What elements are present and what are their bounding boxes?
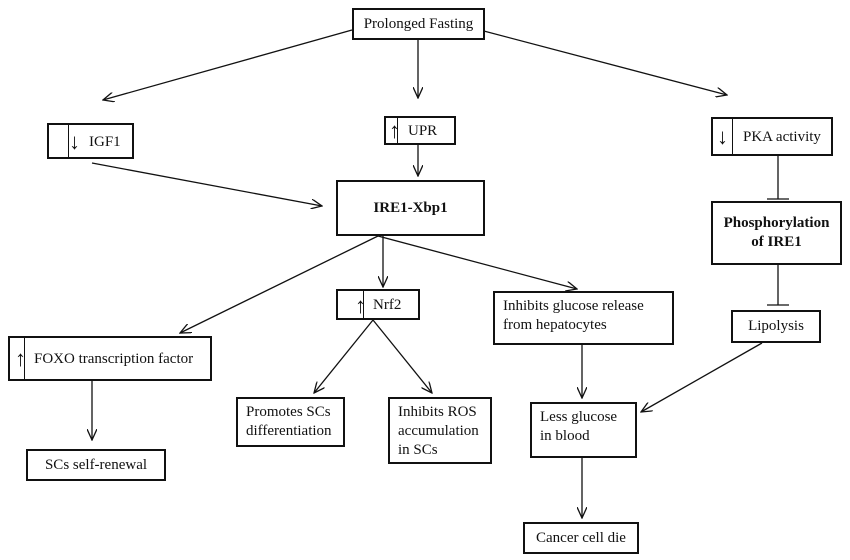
node-ire1-xbp1: IRE1-Xbp1 [336, 180, 485, 236]
indicator-up [338, 291, 364, 318]
node-cancer-cell-die: Cancer cell die [523, 522, 639, 554]
arrow-lipolysis-to-less-glucose [641, 342, 763, 412]
node-promotes-scs-line1: Promotes SCs [246, 404, 331, 420]
node-ire1-xbp1-label: IRE1-Xbp1 [373, 199, 448, 216]
node-nrf2-label: Nrf2 [373, 297, 402, 313]
down-arrow-icon: ↓ [717, 124, 728, 149]
node-lipolysis: Lipolysis [731, 310, 821, 343]
node-inhibits-glucose-line1: Inhibits glucose release [503, 298, 644, 314]
node-prolonged-fasting: Prolonged Fasting [352, 8, 485, 40]
down-arrow-icon: ↓ [69, 129, 80, 154]
node-prolonged-fasting-label: Prolonged Fasting [363, 15, 474, 32]
node-pka-activity: ↓ PKA activity [711, 117, 833, 156]
indicator-down [713, 119, 733, 154]
node-inhibits-ros: Inhibits ROS accumulation in SCs [388, 397, 492, 464]
node-inhibits-ros-line3: in SCs [398, 442, 438, 458]
up-arrow-icon: ↑ [15, 346, 26, 371]
node-phosphorylation-line1: Phosphorylation [723, 215, 830, 231]
node-inhibits-ros-line2: accumulation [398, 423, 479, 439]
node-pka-activity-label: PKA activity [743, 129, 821, 145]
node-less-glucose-line1: Less glucose [540, 409, 618, 425]
node-foxo-label: FOXO transcription factor [34, 351, 194, 367]
arrow-nrf2-to-inhibits-ros [372, 319, 432, 393]
arrow-igf1-to-ire1 [91, 162, 322, 206]
node-less-glucose: Less glucose in blood [530, 402, 637, 458]
node-igf1: ↓ IGF1 [47, 123, 134, 159]
up-arrow-icon: ↑ [389, 118, 400, 143]
node-foxo: ↑ FOXO transcription factor [8, 336, 212, 381]
node-promotes-scs-line2: differentiation [246, 423, 332, 439]
node-nrf2: ↑ Nrf2 [336, 289, 420, 320]
node-phosphorylation-line2: of IRE1 [751, 234, 802, 250]
indicator-up [10, 338, 25, 379]
node-upr-label: UPR [408, 123, 438, 139]
node-cancer-cell-die-label: Cancer cell die [536, 529, 626, 546]
indicator-down [49, 125, 69, 157]
arrow-nrf2-to-promotes-scs [314, 319, 374, 393]
indicator-up [386, 118, 398, 143]
node-igf1-label: IGF1 [89, 134, 121, 150]
node-less-glucose-line2: in blood [540, 428, 590, 444]
node-inhibits-glucose-release: Inhibits glucose release from hepatocyte… [493, 291, 674, 345]
up-arrow-icon: ↑ [355, 293, 366, 318]
arrow-ire1-to-glucose-release [377, 235, 577, 289]
arrow-ire1-to-foxo [180, 235, 379, 333]
arrow-fasting-to-pka [479, 29, 727, 95]
node-inhibits-ros-line1: Inhibits ROS [398, 404, 477, 420]
node-inhibits-glucose-line2: from hepatocytes [503, 317, 607, 333]
node-phosphorylation-ire1: Phosphorylation of IRE1 [711, 201, 842, 265]
node-scs-self-renewal-label: SCs self-renewal [44, 456, 148, 473]
node-lipolysis-label: Lipolysis [748, 318, 804, 334]
node-promotes-scs-differentiation: Promotes SCs differentiation [236, 397, 345, 447]
node-upr: ↑ UPR [384, 116, 456, 145]
arrow-fasting-to-igf1 [103, 29, 353, 100]
node-scs-self-renewal: SCs self-renewal [26, 449, 166, 481]
